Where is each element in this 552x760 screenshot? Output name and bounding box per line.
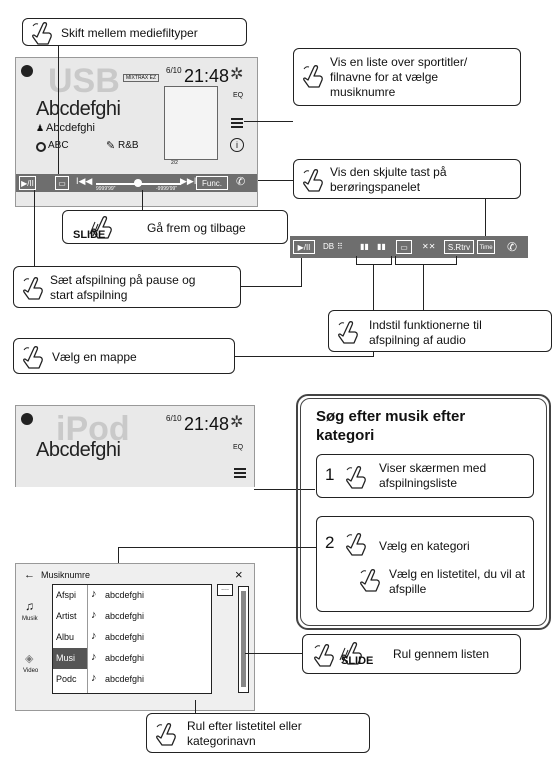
search-box-title-2: kategori — [316, 427, 375, 444]
repeat-button[interactable]: ▭ — [396, 240, 412, 254]
scrollbar[interactable] — [238, 586, 249, 693]
genre-name: R&B — [118, 140, 139, 151]
date: 6/10 — [166, 66, 182, 75]
bar-play-pause-icon[interactable]: ▶/II — [293, 240, 315, 254]
list-icon[interactable] — [234, 468, 246, 478]
time-remaining: -9999'99" — [156, 186, 178, 192]
list-item[interactable]: Afspi ♪ abcdefghi — [53, 585, 210, 607]
source-watermark: iPod — [56, 410, 130, 448]
ipod-screen: iPod 6/10 21:48 ✲ Abcdefghi EQ — [15, 405, 255, 487]
hand-tap-icon — [20, 344, 46, 370]
hand-tap-icon — [20, 275, 46, 301]
folder-prev-button[interactable]: ▮▮ — [360, 242, 369, 251]
callout-hidden-keys: Vis den skjulte tast på berøringspanelet — [293, 159, 521, 199]
source-menu-icon[interactable] — [21, 413, 33, 425]
more-button[interactable]: .... — [217, 584, 233, 596]
shuffle-button[interactable]: ✕✕ — [422, 242, 436, 251]
hand-tap-icon — [311, 642, 337, 668]
mixtrax-label[interactable]: MIXTRAX EZ — [123, 74, 160, 82]
media-switch-button[interactable]: ▭ — [55, 176, 69, 190]
gear-icon[interactable]: ✲ — [230, 66, 244, 83]
info-icon[interactable]: i — [230, 138, 244, 152]
hand-tap-icon — [357, 567, 383, 593]
artist-icon: ♟ — [36, 123, 45, 133]
hand-tap-icon — [343, 531, 369, 557]
source-menu-icon[interactable] — [21, 65, 33, 77]
folder-select-bracket — [356, 256, 392, 265]
callout-scroll-list: SLIDE Rul gennem listen — [302, 634, 521, 674]
time-elapsed: 9999'99" — [96, 186, 116, 192]
list-item[interactable]: Podc ♪ abcdefghi — [53, 669, 210, 690]
track-title: Abcdefghi — [36, 98, 121, 120]
genre-icon: ✎ — [106, 140, 116, 152]
sound-retriever-button[interactable]: S.Rtrv — [444, 240, 474, 254]
album-art — [164, 86, 218, 160]
callout-media-types: Skift mellem mediefiltyper — [22, 18, 247, 46]
artist-name: Abcdefghi — [46, 122, 95, 134]
hand-tap-icon — [300, 63, 326, 89]
list-item[interactable]: Albu ♪ abcdefghi — [53, 627, 210, 649]
search-box: Søg efter musik efter kategori 1 Viser s… — [296, 394, 551, 630]
eq-label[interactable]: EQ — [233, 444, 244, 451]
prev-icon[interactable]: I◀◀ — [76, 176, 93, 186]
gear-icon[interactable]: ✲ — [230, 414, 244, 431]
date: 6/10 — [166, 414, 182, 423]
back-icon[interactable]: ← — [24, 569, 35, 581]
callout-track-list: Vis en liste over sportitler/ filnavne f… — [293, 48, 521, 106]
play-pause-icon[interactable]: ▶/II — [19, 176, 36, 190]
callout-scroll-title: Rul efter listetitel eller kategorinavn — [146, 713, 370, 753]
callout-forward-back: SLIDE Gå frem og tilbage — [62, 210, 288, 244]
seek-knob[interactable] — [134, 179, 142, 187]
disc-info: 2/2 — [171, 160, 178, 166]
music-tab-icon[interactable]: ♫ — [25, 599, 34, 613]
source-watermark: USB — [48, 62, 120, 100]
track-title: Abcdefghi — [36, 439, 121, 461]
clock: 21:48 — [184, 414, 230, 434]
hand-tap-icon — [29, 20, 55, 46]
hand-tap-icon — [343, 464, 369, 490]
eq-label[interactable]: EQ — [233, 92, 244, 99]
usb-screen: USB MIXTRAX EZ 6/10 21:48 ✲ Abcdefghi ♟ … — [15, 57, 258, 207]
list-screen: ← Musiknumre × ♫ Musik ◈ Video Afspi ♪ a… — [15, 563, 255, 711]
callout-choose-folder: Vælg en mappe — [13, 338, 235, 374]
clock: 21:48 — [184, 66, 230, 86]
folder-next-button[interactable]: ▮▮ — [377, 242, 386, 251]
step-2: 2 Vælg en kategori Vælg en listetitel, d… — [316, 516, 534, 612]
db-label[interactable]: DB — [323, 242, 335, 251]
list-item[interactable]: Musi ♪ abcdefghi — [53, 648, 210, 670]
func-button[interactable]: Func. — [196, 176, 228, 190]
hand-tap-icon — [335, 319, 361, 345]
next-icon[interactable]: ▶▶I — [180, 176, 197, 186]
tab-music[interactable]: Musik — [22, 616, 38, 622]
hand-tap-icon — [153, 721, 179, 747]
time-button[interactable]: Time — [477, 240, 495, 254]
callout-pause-play: Sæt afspilning på pause og start afspiln… — [13, 266, 241, 308]
hand-tap-icon — [300, 167, 326, 193]
list-icon[interactable] — [231, 118, 243, 128]
function-bar — [290, 236, 528, 258]
db-icon[interactable]: ⠿ — [337, 242, 343, 251]
list-panel: Afspi ♪ abcdefghi Artist ♪ abcdefghi Alb… — [52, 584, 212, 694]
func-select-bracket — [395, 256, 457, 265]
album-icon — [36, 142, 46, 152]
video-tab-icon[interactable]: ◈ — [25, 653, 34, 665]
close-icon[interactable]: × — [235, 567, 243, 582]
phone-icon[interactable]: ✆ — [236, 176, 246, 188]
search-box-title: Søg efter musik efter — [316, 408, 466, 425]
list-header: Musiknumre — [41, 570, 91, 580]
callout-audio-functions: Indstil funktionerne til afspilning af a… — [328, 310, 552, 352]
list-item[interactable]: Artist ♪ abcdefghi — [53, 606, 210, 628]
bar-phone-icon[interactable]: ✆ — [507, 240, 518, 254]
tab-video[interactable]: Video — [23, 668, 39, 674]
step-1: 1 Viser skærmen med afspilningsliste — [316, 454, 534, 498]
